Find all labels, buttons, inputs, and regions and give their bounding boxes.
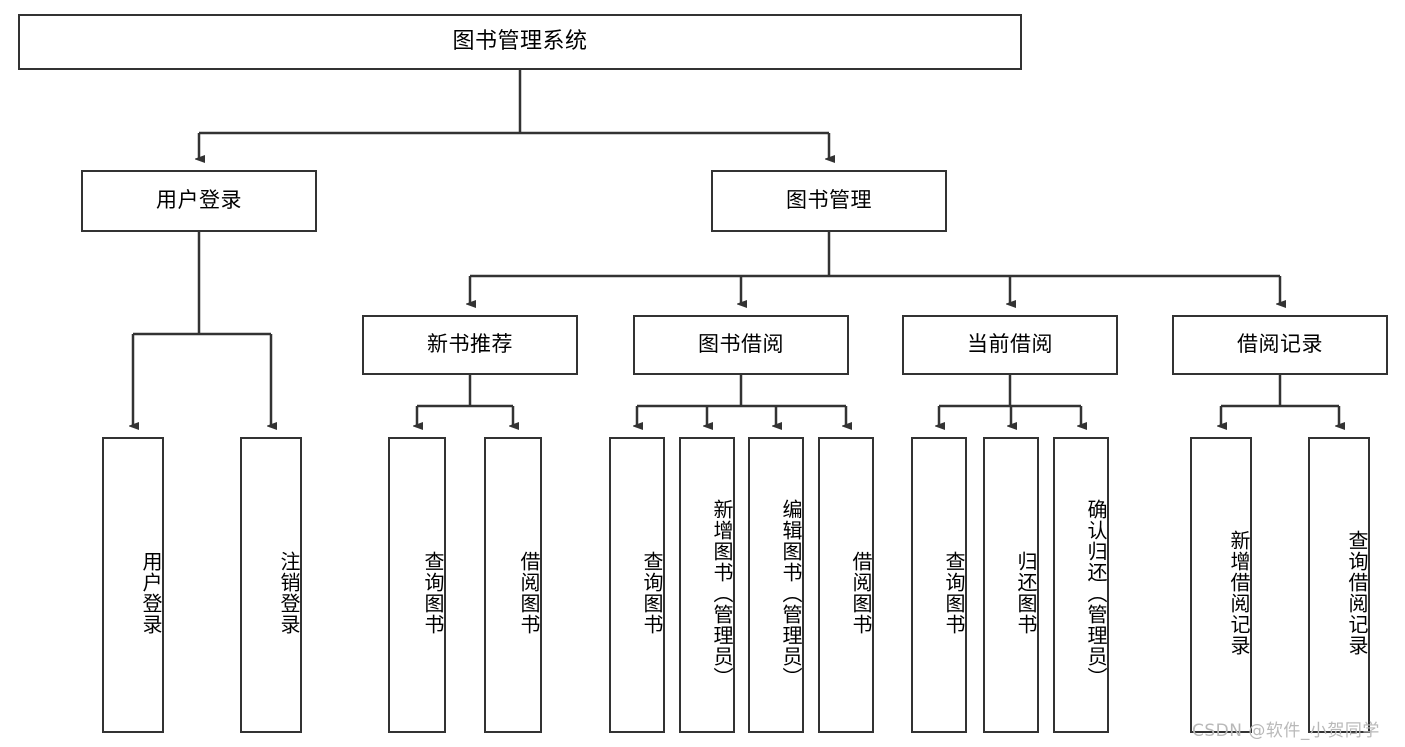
node-user-login-label: 用户登录 [156,188,242,213]
node-book-borrow-label: 图书借阅 [698,332,784,357]
node-book-management[interactable]: 图书管理 [711,170,947,232]
leaf-user-login[interactable]: 用户登录 [102,437,164,733]
leaf-borrow-book-label: 借阅图书 [849,551,873,635]
leaf-add-borrow-record-label: 新增借阅记录 [1227,530,1251,656]
node-root[interactable]: 图书管理系统 [18,14,1022,70]
leaf-confirm-return-admin[interactable]: 确认归还（管理员） [1053,437,1109,733]
leaf-return-book[interactable]: 归还图书 [983,437,1039,733]
node-new-book-recommend[interactable]: 新书推荐 [362,315,578,375]
leaf-query-borrow-record[interactable]: 查询借阅记录 [1308,437,1370,733]
node-borrow-records[interactable]: 借阅记录 [1172,315,1388,375]
leaf-return-book-label: 归还图书 [1014,551,1038,635]
node-borrow-records-label: 借阅记录 [1237,332,1323,357]
leaf-add-borrow-record[interactable]: 新增借阅记录 [1190,437,1252,733]
node-book-borrow[interactable]: 图书借阅 [633,315,849,375]
leaf-borrow-book-recommend-label: 借阅图书 [517,551,541,635]
leaf-query-book-borrow[interactable]: 查询图书 [609,437,665,733]
leaf-query-book-borrow-label: 查询图书 [640,551,664,635]
leaf-logout[interactable]: 注销登录 [240,437,302,733]
csdn-watermark: CSDN @软件_小贺同学 [1192,721,1380,741]
leaf-add-book-admin-label: 新增图书（管理员） [710,498,734,688]
leaf-edit-book-admin[interactable]: 编辑图书（管理员） [748,437,804,733]
node-root-label: 图书管理系统 [452,28,588,54]
leaf-query-borrow-record-label: 查询借阅记录 [1345,530,1369,656]
leaf-confirm-return-admin-label: 确认归还（管理员） [1084,498,1108,688]
leaf-logout-label: 注销登录 [277,551,301,635]
node-book-management-label: 图书管理 [786,188,872,213]
leaf-add-book-admin[interactable]: 新增图书（管理员） [679,437,735,733]
leaf-edit-book-admin-label: 编辑图书（管理员） [779,498,803,688]
leaf-query-book-recommend[interactable]: 查询图书 [388,437,446,733]
leaf-query-book-current-label: 查询图书 [942,551,966,635]
node-new-book-recommend-label: 新书推荐 [427,332,513,357]
node-user-login[interactable]: 用户登录 [81,170,317,232]
leaf-user-login-label: 用户登录 [139,551,163,635]
leaf-query-book-recommend-label: 查询图书 [421,551,445,635]
leaf-borrow-book[interactable]: 借阅图书 [818,437,874,733]
node-current-borrow-label: 当前借阅 [967,332,1053,357]
leaf-borrow-book-recommend[interactable]: 借阅图书 [484,437,542,733]
node-current-borrow[interactable]: 当前借阅 [902,315,1118,375]
leaf-query-book-current[interactable]: 查询图书 [911,437,967,733]
